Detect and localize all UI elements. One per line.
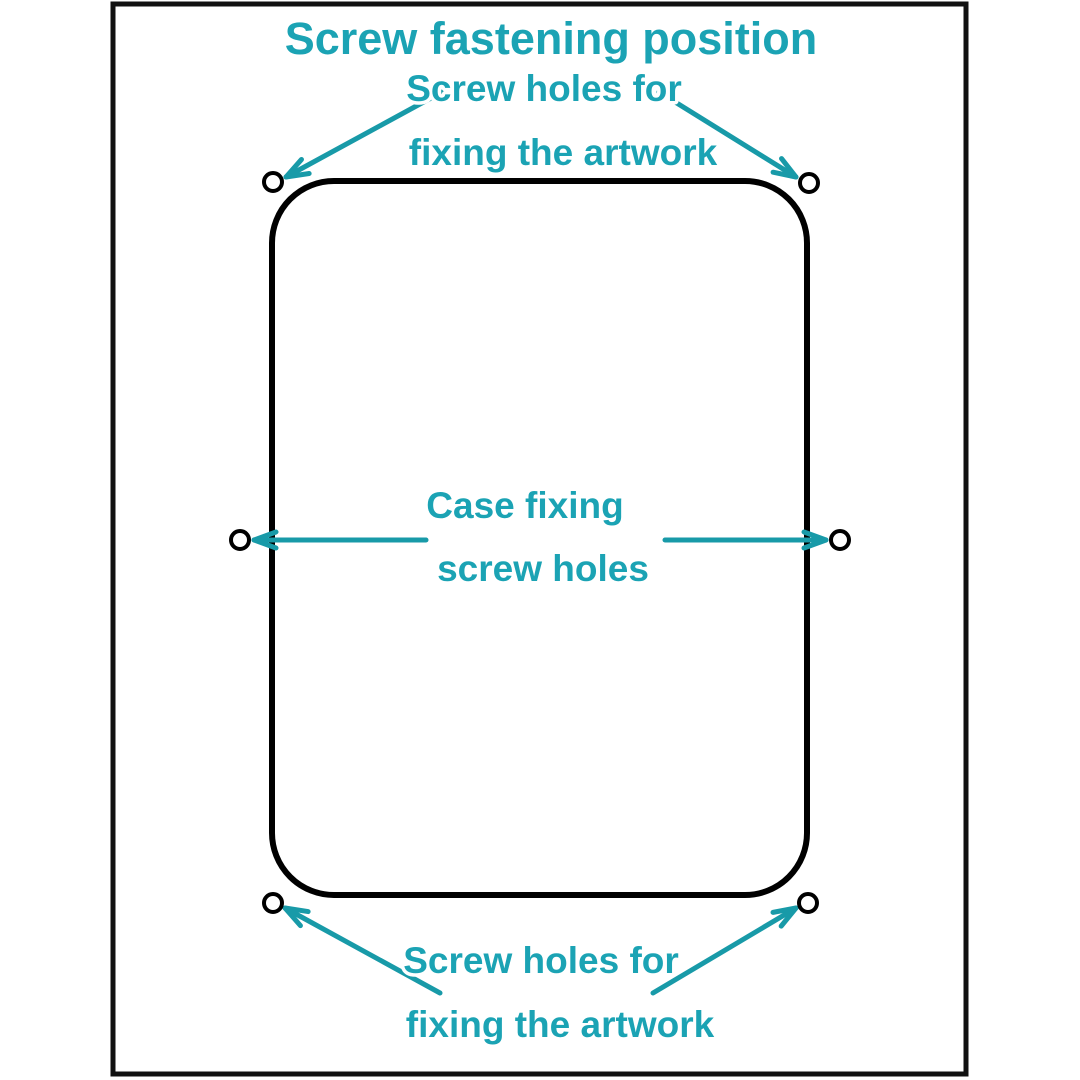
screw-hole-top-left [262, 171, 284, 193]
center-callout-line-2: screw holes [437, 548, 649, 589]
bottom-left-arrow-head [282, 905, 311, 929]
screw-hole-markers [229, 171, 851, 914]
page-title: Screw fastening position [285, 13, 818, 64]
top-right-arrow [656, 89, 799, 180]
top-callout-line-1: Screw holes for [406, 68, 682, 109]
top-left-arrow-head [283, 156, 312, 180]
top-left-arrow [283, 89, 445, 180]
top-right-arrow-head [770, 156, 799, 180]
screw-hole-mid-right [829, 529, 851, 551]
bottom-callout-line-1: Screw holes for [403, 940, 679, 981]
mid-left-arrow-head [251, 529, 279, 551]
mid-right-arrow-head [801, 529, 829, 551]
screw-hole-top-right [798, 172, 820, 194]
outer-border [110, 1, 969, 1077]
bottom-right-arrow [650, 905, 799, 996]
screw-hole-bottom-left [262, 892, 284, 914]
bottom-callout-line-2: fixing the artwork [406, 1004, 715, 1045]
center-callout-line-1: Case fixing [426, 485, 623, 526]
screw-hole-mid-left [229, 529, 251, 551]
screw-hole-bottom-right [797, 892, 819, 914]
top-callout-line-2: fixing the artwork [409, 132, 718, 173]
callout-arrows [251, 89, 829, 996]
bottom-left-arrow [282, 905, 443, 996]
bottom-right-arrow-head [770, 905, 799, 929]
